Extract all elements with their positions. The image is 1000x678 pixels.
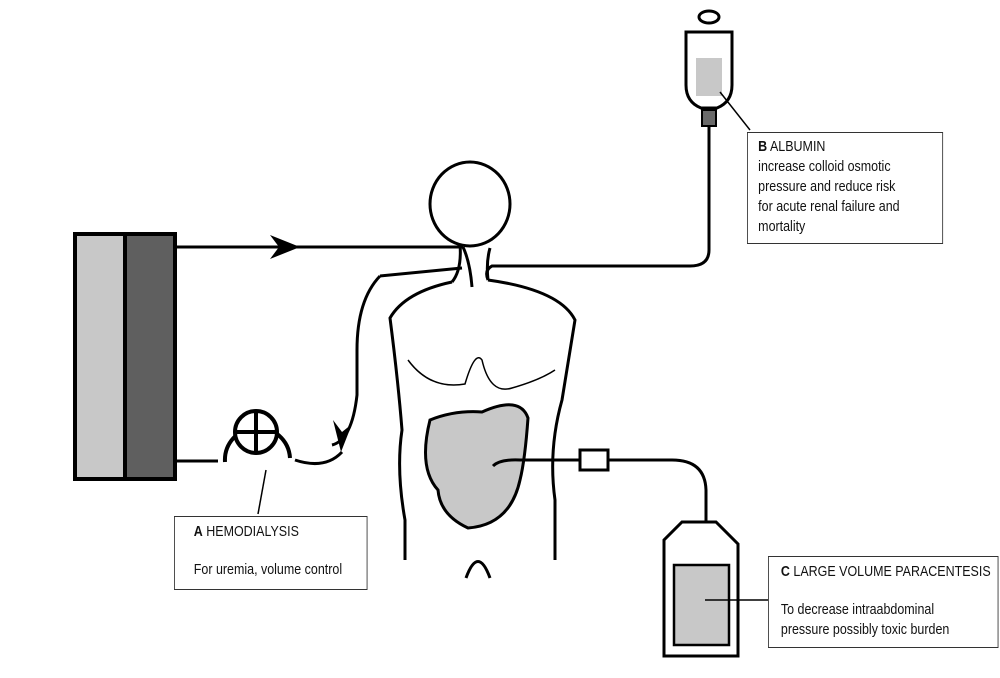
label-b-line-1: increase colloid osmotic <box>758 159 891 175</box>
neck-left <box>450 243 462 283</box>
label-albumin: B ALBUMIN increase colloid osmotic press… <box>747 132 944 244</box>
dialyzer-left-panel <box>73 232 127 481</box>
label-c-line-2: pressure possibly toxic burden <box>780 622 950 638</box>
label-c-title: LARGE VOLUME PARACENTESIS <box>793 564 991 580</box>
iv-connector <box>701 109 717 127</box>
label-a-title: HEMODIALYSIS <box>206 524 299 540</box>
dialysis-access-line <box>294 266 463 466</box>
dialysis-machine <box>73 232 177 481</box>
label-a-description: For uremia, volume control <box>193 562 343 578</box>
torso-left <box>388 280 453 560</box>
albumin-iv <box>485 9 751 281</box>
paracentesis-drain <box>491 448 770 658</box>
label-b-line-2: pressure and reduce risk <box>758 179 896 195</box>
iv-line <box>485 126 711 281</box>
label-b-line-3: for acute renal failure and <box>758 199 900 215</box>
label-b-letter: B <box>758 139 768 155</box>
head <box>428 160 512 248</box>
drain-clamp <box>578 448 610 472</box>
access-arrow-icon <box>333 420 352 452</box>
ascites-fluid <box>424 403 530 530</box>
iv-fluid <box>696 58 722 96</box>
dialyzer-right-panel <box>123 232 177 481</box>
roller-pump <box>175 409 292 515</box>
label-hemodialysis: A HEMODIALYSIS For uremia, volume contro… <box>174 516 368 590</box>
legs-divider <box>464 560 492 579</box>
label-b-title: ALBUMIN <box>769 139 826 155</box>
label-b-line-4: mortality <box>758 219 806 235</box>
label-c-line-1: To decrease intraabdominal <box>780 602 935 618</box>
drain-tube <box>608 458 708 522</box>
chest-line <box>407 357 556 390</box>
return-arrow-icon <box>270 235 300 259</box>
dialysis-return-line <box>175 235 474 288</box>
label-c-letter: C <box>780 564 790 580</box>
drain-fluid <box>672 563 731 647</box>
label-a-letter: A <box>193 524 203 540</box>
iv-hook-icon <box>697 9 721 25</box>
label-paracentesis: C LARGE VOLUME PARACENTESIS To decrease … <box>768 556 999 648</box>
